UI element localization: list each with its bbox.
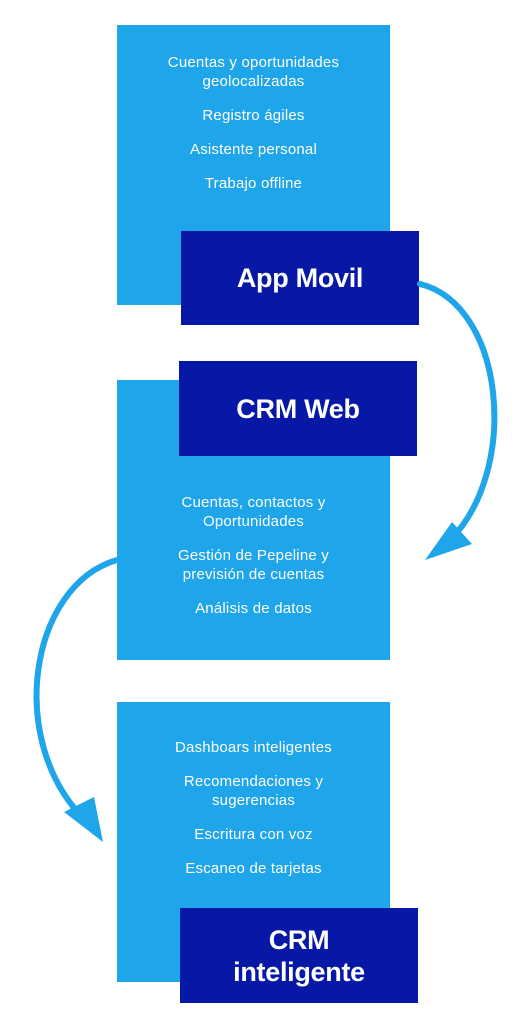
feature-item: Trabajo offline [204, 175, 303, 192]
feature-list: Dashboars inteligentes Recomendaciones y… [117, 738, 390, 878]
feature-item: Escaneo de tarjetas [185, 860, 322, 877]
feature-item: Cuentas, contactos y Oportunidades [181, 494, 326, 530]
arrowhead-left-icon [64, 797, 103, 842]
arrow-right-curve [417, 281, 498, 543]
arrowhead-right-icon [425, 522, 472, 560]
arrow-left-curve [33, 557, 120, 823]
feature-item: Recomendaciones y sugerencias [183, 773, 324, 809]
feature-item: Asistente personal [189, 141, 317, 158]
feature-list: Cuentas y oportunidades geolocalizadas R… [117, 53, 390, 193]
feature-list: Cuentas, contactos y Oportunidades Gesti… [117, 493, 390, 618]
feature-item: Cuentas y oportunidades geolocalizadas [167, 54, 340, 90]
feature-item: Gestión de Pepeline y previsión de cuent… [178, 547, 329, 583]
feature-item: Análisis de datos [195, 600, 312, 617]
title-app-movil: App Movil [181, 231, 419, 325]
feature-item: Registro ágiles [202, 107, 305, 124]
feature-item: Escritura con voz [194, 826, 313, 843]
feature-item: Dashboars inteligentes [175, 739, 332, 756]
title-crm-inteligente: CRM inteligente [180, 908, 418, 1003]
title-crm-web: CRM Web [179, 361, 417, 456]
